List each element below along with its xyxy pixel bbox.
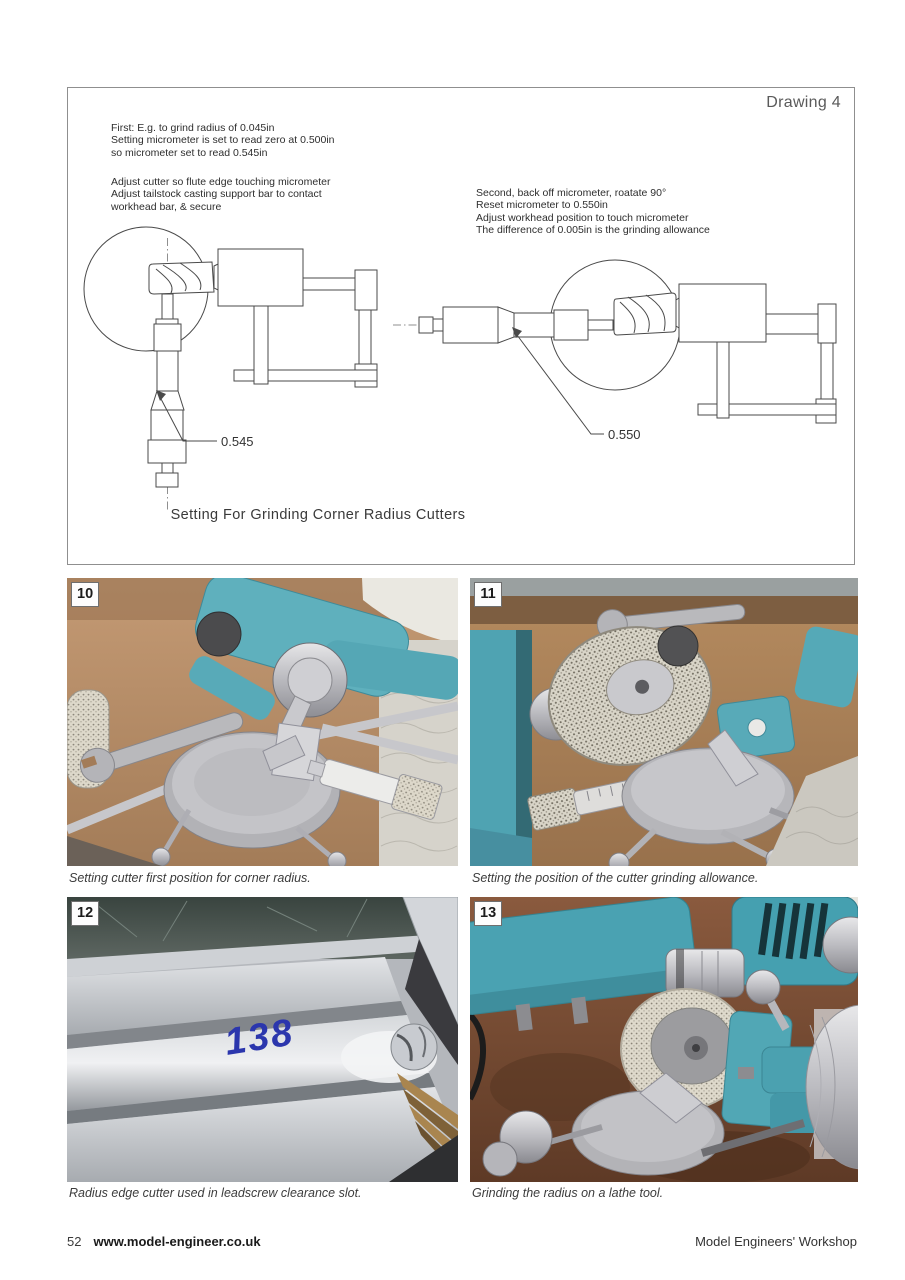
photo-number-badge: 13	[474, 901, 503, 926]
photo-number-badge: 12	[71, 901, 100, 926]
wrench	[79, 712, 244, 783]
note-line: Second, back off micrometer, roatate 90°	[476, 187, 667, 199]
ball-handle	[745, 969, 790, 1031]
wheel-spindle	[665, 948, 745, 998]
photo-12-scene: 138	[67, 897, 458, 1182]
magazine-title: Model Engineers' Workshop	[695, 1234, 857, 1249]
chrome-chuck	[805, 1004, 858, 1170]
workhead-block	[217, 248, 304, 307]
photo-radius-edge-cutter-slot: 138 12	[67, 897, 458, 1182]
swivel-table	[571, 1072, 725, 1176]
micrometer	[306, 759, 443, 820]
white-cloth	[362, 578, 458, 644]
note-line: Reset micrometer to 0.550in	[476, 199, 608, 212]
machine-body-teal	[189, 578, 458, 720]
photo-setting-cutter-first-position: 10	[67, 578, 458, 866]
website-url: www.model-engineer.co.uk	[93, 1234, 261, 1249]
footer-left: 52 www.model-engineer.co.uk	[67, 1234, 261, 1249]
note-line: Adjust workhead position to touch microm…	[476, 211, 689, 224]
cable	[470, 1012, 486, 1101]
photo-caption-12: Radius edge cutter used in leadscrew cle…	[69, 1186, 362, 1200]
teal-bracket	[794, 626, 858, 708]
aluminium-extrusion	[67, 957, 458, 1182]
setting-micrometer-vertical	[147, 293, 187, 488]
photo-grinding-lathe-tool: 13	[470, 897, 858, 1182]
micrometer-reading-first: 0.545	[221, 434, 254, 449]
floor-shadow	[67, 836, 162, 866]
cutter-holder-teal	[716, 695, 796, 761]
photo-number-badge: 10	[71, 582, 100, 607]
note-line: First: E.g. to grind radius of 0.045in	[111, 122, 275, 134]
reading-leader-first	[156, 390, 217, 442]
note-adjust-cutter: Adjust cutter so flute edge touching mic…	[111, 176, 330, 213]
drawing-panel: Drawing 4 First: E.g. to grind radius of…	[67, 87, 855, 565]
second-setting-diagram	[418, 259, 837, 435]
photo-number-badge: 11	[474, 582, 502, 607]
reading-leader-second	[512, 327, 604, 435]
note-line: The difference of 0.005in is the grindin…	[476, 224, 710, 237]
drawing-caption: Setting For Grinding Corner Radius Cutte…	[170, 507, 466, 523]
drawing-title: Drawing 4	[766, 94, 841, 111]
radius-cutter	[390, 1023, 438, 1071]
photo-caption-11: Setting the position of the cutter grind…	[472, 871, 759, 885]
workhead-block	[678, 283, 767, 343]
photo-caption-13: Grinding the radius on a lathe tool.	[472, 1186, 664, 1200]
note-second-setting: Second, back off micrometer, roatate 90°…	[476, 187, 710, 237]
grinder-column-teal	[470, 630, 532, 866]
photo-11-scene	[470, 578, 858, 866]
dark-knob	[196, 611, 242, 657]
note-line: Adjust tailstock casting support bar to …	[111, 188, 322, 201]
note-first-setting: First: E.g. to grind radius of 0.045in S…	[111, 122, 335, 159]
micrometer-reading-second: 0.550	[608, 427, 641, 442]
milling-head	[390, 897, 458, 1071]
shadow-corner	[389, 1135, 458, 1182]
grinder-headstock	[470, 897, 699, 1032]
table-edge	[67, 933, 458, 977]
note-line: workhead bar, & secure	[111, 200, 222, 213]
photo-10-scene	[67, 578, 458, 866]
support-post	[253, 305, 269, 385]
photo-setting-grinding-allowance: 11	[470, 578, 858, 866]
support-post	[716, 341, 730, 419]
dark-knob	[657, 625, 699, 667]
first-setting-diagram	[83, 226, 378, 488]
micrometer-setup-diagram: 0.545 0.550	[83, 226, 837, 512]
page-footer: 52 www.model-engineer.co.uk Model Engine…	[67, 1234, 857, 1249]
cloth-corner	[766, 756, 858, 866]
photo-caption-10: Setting cutter first position for corner…	[69, 871, 311, 885]
note-line: so micrometer set to read 0.545in	[111, 146, 268, 159]
photo-13-scene	[470, 897, 858, 1182]
page-number: 52	[67, 1234, 82, 1249]
corner-radius-cutter	[148, 261, 219, 295]
ball-handles	[151, 808, 347, 866]
note-line: Setting micrometer is set to read zero a…	[111, 134, 335, 147]
note-line: Adjust cutter so flute edge touching mic…	[111, 176, 331, 188]
motor	[731, 897, 858, 986]
levers	[482, 1110, 806, 1177]
corner-radius-cutter	[613, 292, 680, 336]
swivel-base	[621, 729, 795, 845]
cutter-clamp	[262, 722, 322, 782]
setting-micrometer-horizontal	[418, 306, 614, 344]
